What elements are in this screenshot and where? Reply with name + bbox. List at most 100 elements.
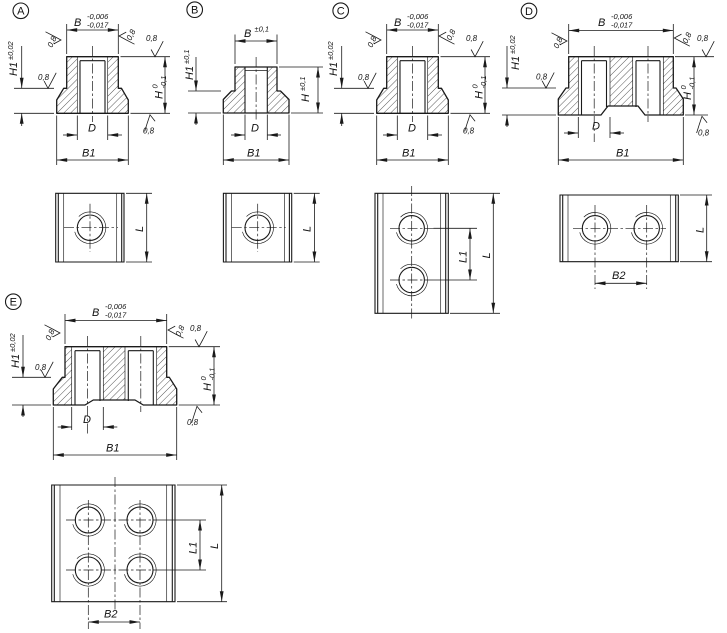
variant-d-section-view: B -0,006 -0,017 H1 ±0,02 H 0 -0,1 D B1 0…	[502, 12, 715, 165]
roughness-value: 0,8	[552, 35, 565, 49]
dim-label-h: H	[300, 94, 312, 102]
dim-label-l: L	[209, 543, 221, 549]
roughness-value: 0,8	[46, 34, 59, 48]
variant-c: C B -0,006 -0,017 H1 ±0,02 H 0 -0,1 D B1…	[326, 2, 500, 320]
dim-label-b1: B1	[616, 148, 629, 160]
tol-h1: ±0,02	[8, 332, 17, 352]
tol-h-lower: -0,1	[479, 76, 488, 89]
tol-b-lower: -0,017	[87, 21, 109, 30]
tol-h-upper: 0	[679, 85, 688, 90]
roughness-value: 0,8	[698, 129, 710, 138]
tol-h: ±0,1	[298, 76, 307, 91]
tol-b-upper: -0,006	[105, 302, 127, 311]
variant-b-balloon: B	[186, 1, 204, 19]
variant-e-balloon: E	[4, 293, 22, 311]
roughness-value: 0,8	[125, 27, 138, 41]
variant-a-plan-view: L	[56, 193, 152, 262]
roughness-value: 0,8	[35, 363, 47, 372]
roughness-value: 0,8	[44, 327, 57, 341]
dim-label-h1: H1	[10, 354, 22, 368]
dim-label-b1: B1	[247, 148, 260, 160]
variant-b-plan-view: L	[223, 193, 319, 262]
dim-label-l1: L1	[458, 251, 470, 263]
roughness-value: 0,8	[463, 127, 475, 136]
dim-label-h: H	[474, 91, 486, 99]
tol-b-upper: -0,006	[87, 12, 109, 21]
tol-h-lower: -0,1	[159, 76, 168, 89]
dim-label-l: L	[695, 227, 707, 233]
dim-label-b: B	[92, 307, 99, 319]
roughness-value: 0,8	[445, 27, 458, 41]
variant-e: E	[4, 293, 227, 629]
variant-label-e: E	[10, 297, 17, 309]
dim-label-b: B	[394, 17, 401, 29]
variant-label-d: D	[525, 6, 533, 18]
roughness-value: 0,8	[143, 127, 155, 136]
tol-b-lower: -0,017	[407, 21, 429, 30]
variant-a: A B -0,006 -0,017 H1 ±0,02 H 0 -0,1 D B1…	[6, 2, 170, 262]
variant-a-section-view: B -0,006 -0,017 H1 ±0,02 H 0 -0,1 D B1 0…	[6, 12, 170, 165]
tol-h-upper: 0	[199, 376, 208, 381]
dim-label-h1: H1	[328, 62, 340, 76]
variant-b: B B ±0,1	[182, 1, 323, 262]
dim-label-h1: H1	[8, 62, 20, 76]
variant-c-section-view: B -0,006 -0,017 H1 ±0,02 H 0 -0,1 D B1 0…	[326, 12, 490, 165]
roughness-value: 0,8	[697, 34, 709, 43]
roughness-value: 0,8	[536, 73, 548, 82]
tol-b-lower: -0,017	[105, 311, 127, 320]
tol-b-upper: -0,006	[611, 12, 633, 21]
dim-label-b2: B2	[104, 609, 117, 621]
dim-label-l: L	[481, 252, 493, 258]
roughness-value: 0,8	[366, 34, 379, 48]
tol-h1: ±0,02	[6, 40, 15, 60]
dim-label-d: D	[251, 123, 259, 135]
roughness-value: 0,8	[681, 30, 694, 44]
variant-e-plan-view: L1 L B2	[51, 477, 227, 629]
dim-label-l1: L1	[188, 542, 200, 554]
variant-d-plan-view: L B2	[559, 194, 712, 289]
roughness-value: 0,8	[187, 418, 199, 427]
variant-label-a: A	[17, 6, 25, 18]
roughness-value: 0,8	[466, 34, 478, 43]
dim-label-b1: B1	[402, 148, 415, 160]
variant-c-balloon: C	[332, 2, 350, 20]
dim-label-b: B	[598, 17, 605, 29]
dim-label-h: H	[202, 383, 214, 391]
variant-label-b: B	[191, 5, 198, 17]
tol-h-lower: -0,1	[688, 77, 697, 90]
roughness-value: 0,8	[190, 324, 202, 333]
variant-b-section-view: B ±0,1 H1 ±0,1 H ±0,1 D B1	[182, 25, 323, 165]
dim-label-d: D	[408, 123, 416, 135]
variant-c-plan-view: L1 L	[374, 186, 500, 320]
tol-h-upper: 0	[151, 84, 160, 89]
tol-h1: ±0,02	[508, 34, 517, 54]
dim-label-b1: B1	[106, 443, 119, 455]
roughness-value: 0,8	[174, 323, 187, 337]
dim-label-h: H	[154, 91, 166, 99]
tol-h1: ±0,1	[182, 49, 191, 64]
dim-label-h: H	[682, 92, 694, 100]
dim-label-h1: H1	[510, 56, 522, 70]
dim-label-b: B	[244, 28, 251, 40]
dim-label-d: D	[592, 121, 600, 133]
roughness-value: 0,8	[146, 34, 158, 43]
section-geometry	[334, 24, 490, 165]
tol-b-upper: -0,006	[407, 12, 429, 21]
dim-label-d: D	[88, 123, 96, 135]
variant-label-c: C	[337, 6, 345, 18]
dim-label-l: L	[302, 226, 314, 232]
tol-b: ±0,1	[255, 25, 270, 34]
dim-label-b: B	[74, 17, 81, 29]
variant-e-section-view: B -0,006 -0,017 H1 ±0,02 H 0 -0,1 D B1 0…	[8, 302, 220, 460]
tol-h-lower: -0,1	[208, 368, 217, 381]
dim-label-b1: B1	[82, 148, 95, 160]
dim-label-l: L	[134, 226, 146, 232]
tol-h-upper: 0	[471, 84, 480, 89]
variant-d: D	[502, 2, 715, 289]
variant-d-balloon: D	[520, 2, 538, 20]
roughness-value: 0,8	[358, 73, 370, 82]
dim-label-d: D	[83, 414, 91, 426]
dim-label-h1: H1	[184, 66, 196, 80]
